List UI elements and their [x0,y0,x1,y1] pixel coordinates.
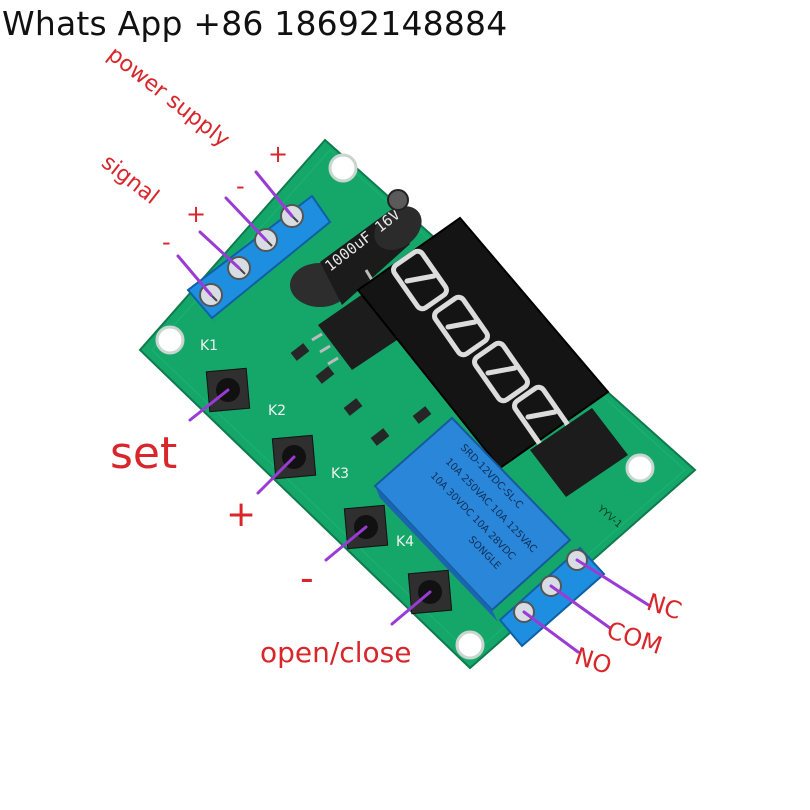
set-label: set [110,428,178,479]
callout-lines [176,170,652,654]
power-minus-label: - [236,172,245,200]
display-driver-chip [530,408,628,497]
plus-button-label: + [226,494,257,535]
whatsapp-contact: Whats App +86 18692148884 [2,4,508,43]
minus-button-label: - [300,556,314,600]
seven-segment-display [356,216,610,470]
k4-label: K4 [396,534,414,550]
capacitor: 1000uF 16V [290,205,422,307]
signal-minus-label: - [162,228,171,256]
relay: SRD-12VDC-SL-C 10A 250VAC 10A 125VAC 10A… [373,416,572,622]
k2-label: K2 [268,403,286,419]
open-close-label: open/close [260,636,412,669]
k1-label: K1 [200,338,218,354]
k3-label: K3 [331,466,349,482]
signal-plus-label: + [186,200,207,228]
mounting-holes [155,153,655,660]
power-plus-label: + [268,140,289,168]
